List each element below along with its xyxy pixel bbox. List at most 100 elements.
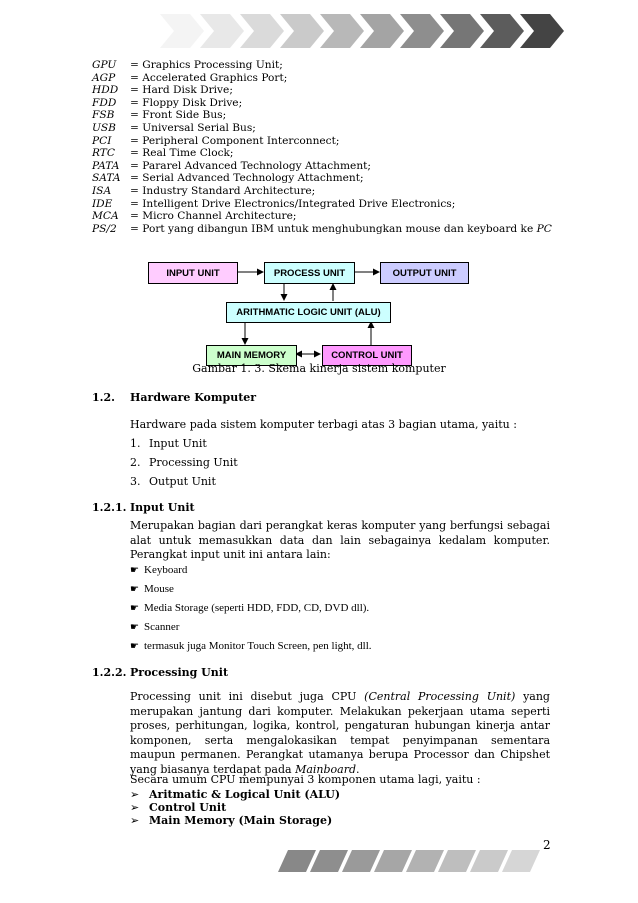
arrow-bullet-icon: ➢ — [130, 801, 140, 814]
component-item: ➢Control Unit — [130, 801, 226, 814]
abbreviation: PS/2 — [92, 222, 117, 235]
abbreviation-row: FDD = Floppy Disk Drive; — [92, 97, 562, 110]
abbreviation-row: PS/2 = Port yang dibangun IBM untuk mengh… — [92, 223, 562, 236]
banner-chevron — [440, 14, 484, 48]
section-heading-1-2: 1.2.Hardware Komputer — [92, 391, 256, 404]
output-unit-box: OUTPUT UNIT — [380, 262, 469, 284]
list-item: 2.Processing Unit — [130, 456, 238, 469]
pointing-hand-icon: ☛ — [130, 622, 139, 633]
list-text: Output Unit — [149, 475, 216, 488]
abbreviation-definition: = Pararel Advanced Technology Attachment… — [130, 159, 371, 172]
bullet-item: ☛ termasuk juga Monitor Touch Screen, pen… — [130, 640, 372, 652]
paragraph-italic-text: (Central Processing Unit) — [364, 690, 516, 703]
pointing-hand-icon: ☛ — [130, 565, 139, 576]
abbreviation: GPU — [92, 59, 117, 71]
definition-text: = Port yang dibangun IBM untuk menghubun… — [130, 222, 537, 235]
abbreviation-row: IDE = Intelligent Drive Electronics/Integ… — [92, 198, 562, 211]
pointing-hand-icon: ☛ — [130, 584, 139, 595]
section-1-2-2-paragraph: Processing unit ini disebut juga CPU (Ce… — [130, 690, 550, 777]
banner-chevron — [320, 14, 364, 48]
bullet-text: Keyboard — [144, 564, 188, 576]
bullet-item: ☛ Keyboard — [130, 564, 187, 576]
component-item: ➢Main Memory (Main Storage) — [130, 814, 332, 827]
abbreviation: IDE — [92, 197, 113, 210]
section-number: 1.2.2. — [92, 666, 127, 679]
paragraph-text: yang merupakan jantung dari komputer. Me… — [130, 690, 550, 776]
abbreviation-definition: = Port yang dibangun IBM untuk menghubun… — [130, 223, 552, 236]
banner-stripe — [278, 850, 316, 872]
abbreviation: ISA — [92, 184, 112, 197]
list-item: 3. Output Unit — [130, 475, 216, 488]
banner-stripe — [342, 850, 380, 872]
bullet-text: termasuk juga Monitor Touch Screen, pen … — [144, 640, 372, 652]
pointing-hand-icon: ☛ — [130, 641, 139, 652]
abbreviation: SATA — [92, 172, 121, 185]
arrow-bullet-icon: ➢ — [130, 788, 140, 801]
page-number: 2 — [543, 838, 551, 852]
bullet-text: Media Storage (seperti HDD, FDD, CD, DVD… — [144, 602, 370, 614]
list-number: 1. — [130, 437, 141, 450]
abbreviation-list: GPU = Graphics Processing Unit; AGP= Acce… — [92, 59, 562, 235]
bullet-item: ☛ Scanner — [130, 621, 179, 633]
abbreviation: FDD — [92, 96, 117, 109]
list-text: Input Unit — [149, 437, 207, 450]
banner-chevron — [400, 14, 444, 48]
banner-stripe — [438, 850, 476, 872]
abbreviation-definition: = Peripheral Component Interconnect; — [130, 134, 340, 147]
banner-stripe — [470, 850, 508, 872]
abbreviation-row: GPU = Graphics Processing Unit; — [92, 59, 562, 72]
abbreviation-definition: = Hard Disk Drive; — [130, 84, 233, 97]
bullet-text: Mouse — [144, 583, 174, 595]
list-number: 3. — [130, 475, 141, 488]
bullet-item: ☛ Media Storage (seperti HDD, FDD, CD, DV… — [130, 602, 369, 614]
definition-italic-text: PC — [536, 222, 552, 235]
abbreviation: FSB — [92, 109, 115, 122]
abbreviation-definition: = Intelligent Drive Electronics/Integrat… — [130, 197, 456, 210]
abbreviation-row: USB= Universal Serial Bus; — [92, 122, 562, 135]
section-number: 1.2. — [92, 391, 115, 404]
abbreviation-definition: = Accelerated Graphics Port; — [130, 71, 288, 84]
footer-stripe-banner — [278, 850, 540, 872]
figure-caption: Gambar 1. 3. Skema kinerja sistem komput… — [192, 362, 446, 375]
banner-chevron — [160, 14, 204, 48]
abbreviation-definition: = Floppy Disk Drive; — [130, 96, 243, 109]
abbreviation: USB — [92, 121, 116, 134]
abbreviation: PCI — [92, 134, 112, 147]
section-number: 1.2.1. — [92, 501, 127, 514]
abbreviation-definition: = Graphics Processing Unit; — [130, 59, 283, 71]
abbreviation-row: FSB= Front Side Bus; — [92, 109, 562, 122]
abbreviation-row: PCI = Peripheral Component Interconnect; — [92, 135, 562, 148]
section-heading-1-2-2: 1.2.2.Processing Unit — [92, 666, 228, 679]
banner-chevron — [240, 14, 284, 48]
abbreviation-definition: = Real Time Clock; — [130, 147, 234, 160]
header-arrow-banner — [160, 14, 564, 48]
banner-chevron — [280, 14, 324, 48]
component-text: Aritmatic & Logical Unit (ALU) — [149, 788, 341, 801]
abbreviation-row: AGP= Accelerated Graphics Port; — [92, 72, 562, 85]
section-heading-1-2-1: 1.2.1.Input Unit — [92, 501, 195, 514]
abbreviation-row: ISA= Industry Standard Architecture; — [92, 185, 562, 198]
alu-box: ARITHMATIC LOGIC UNIT (ALU) — [226, 302, 391, 323]
section-1-2-2-paragraph-2: Secara umum CPU mempunyai 3 komponen uta… — [130, 773, 481, 786]
input-unit-box: INPUT UNIT — [148, 262, 238, 284]
abbreviation-row: SATA = Serial Advanced Technology Attachm… — [92, 172, 562, 185]
paragraph-text: . — [356, 762, 360, 776]
section-title: Processing Unit — [130, 666, 229, 679]
abbreviation-row: MCA= Micro Channel Architecture; — [92, 210, 562, 223]
main-memory-box: MAIN MEMORY — [206, 345, 297, 366]
banner-stripe — [406, 850, 444, 872]
banner-chevron — [200, 14, 244, 48]
banner-chevron — [480, 14, 524, 48]
list-number: 2. — [130, 456, 141, 469]
section-1-2-intro: Hardware pada sistem komputer terbagi at… — [130, 418, 517, 431]
pointing-hand-icon: ☛ — [130, 603, 139, 614]
abbreviation-definition: = Serial Advanced Technology Attachment; — [130, 172, 364, 185]
paragraph-text: Processing unit ini disebut juga CPU — [130, 690, 365, 703]
control-unit-box: CONTROL UNIT — [322, 345, 412, 366]
bullet-text: Scanner — [144, 621, 180, 633]
section-1-2-1-paragraph: Merupakan bagian dari perangkat keras ko… — [130, 519, 550, 561]
banner-chevron — [520, 14, 564, 48]
banner-stripe — [502, 850, 540, 872]
abbreviation: MCA — [92, 210, 119, 223]
component-item: ➢ Aritmatic & Logical Unit (ALU) — [130, 788, 340, 801]
